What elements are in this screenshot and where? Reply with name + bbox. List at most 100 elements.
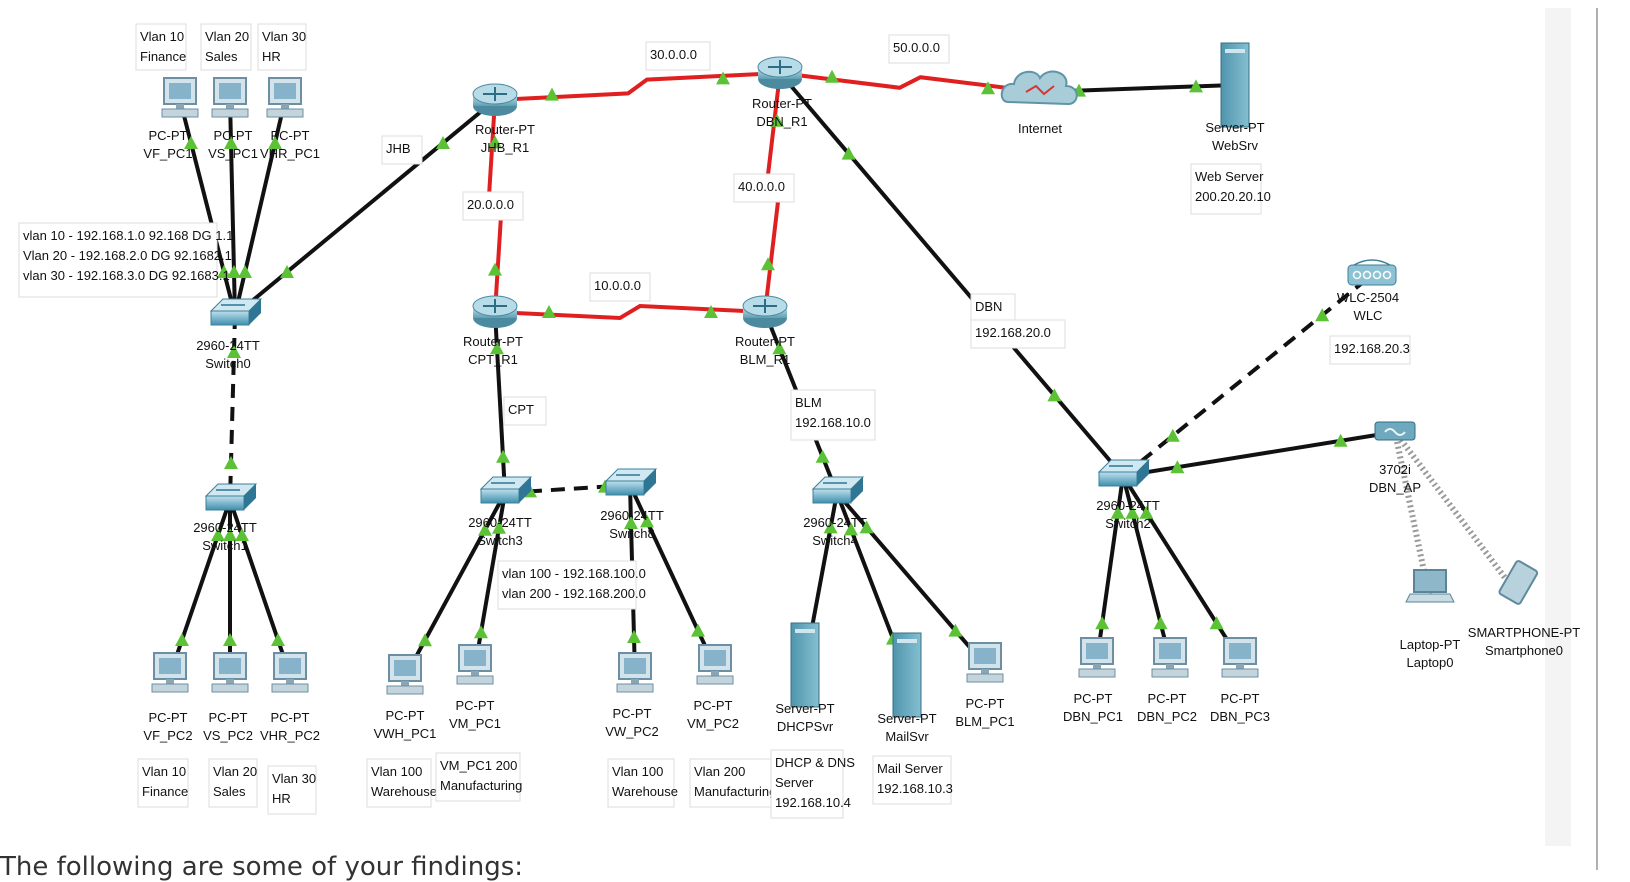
pc-icon [616, 652, 654, 693]
device-label: Internet [1018, 121, 1062, 136]
note-n-jhb: JHB [381, 135, 423, 165]
switch-icon [204, 483, 258, 511]
device-label: 2960-24TT [196, 338, 260, 353]
link-light-icon [1110, 505, 1125, 519]
device-label: Router-PT [735, 334, 795, 349]
device-pc-vm2[interactable]: PC-PT VM_PC2 [687, 644, 739, 731]
device-label: VS_PC2 [203, 728, 253, 743]
note-text: Vlan 10 [142, 764, 186, 779]
device-internet[interactable]: Internet [1000, 70, 1078, 136]
link-r-dbn-internet [779, 69, 1041, 95]
link-r-cpt-r-blm [494, 303, 766, 321]
link-light-icon [492, 520, 506, 534]
device-label: DBN_AP [1369, 480, 1421, 495]
link-light-icon [841, 146, 856, 160]
device-label: VW_PC2 [605, 724, 658, 739]
link-sw2-pc-dbn1 [1095, 475, 1125, 661]
note-text: Finance [140, 49, 186, 64]
link-light-icon [1209, 616, 1224, 630]
note-text: 192.168.20.3 [1334, 341, 1410, 356]
link-light-icon [981, 81, 995, 95]
link-light-icon [271, 633, 285, 646]
cloud-icon [1000, 70, 1078, 106]
note-text: Vlan 200 [694, 764, 745, 779]
link-light-icon [227, 265, 241, 278]
link-light-icon [217, 265, 231, 278]
link-sw0-r-jhb [233, 98, 497, 317]
device-label: JHB_R1 [481, 140, 529, 155]
note-text: VM_PC1 200 [440, 758, 517, 773]
link-light-icon [1170, 460, 1185, 474]
server-icon [790, 622, 820, 708]
device-label: Smartphone0 [1485, 643, 1563, 658]
server-icon [1220, 42, 1250, 128]
pc-icon [966, 642, 1004, 683]
pc-icon [211, 77, 249, 118]
note-text: Vlan 30 [272, 771, 316, 786]
note-text: JHB [386, 141, 411, 156]
device-label: VHR_PC2 [260, 728, 320, 743]
link-sw2-ap [1122, 430, 1396, 478]
device-label: 2960-24TT [600, 508, 664, 523]
device-label: PC-PT [694, 698, 733, 713]
device-label: MailSvr [885, 729, 929, 744]
pc-icon [266, 77, 304, 118]
device-sw8[interactable]: 2960-24TT Switch8 [600, 468, 664, 541]
note-text: Manufacturing [694, 784, 776, 799]
device-label: Router-PT [463, 334, 523, 349]
page-bottom-text: The following are some of your findings: [0, 852, 524, 882]
device-label: 2960-24TT [803, 515, 867, 530]
pc-icon [271, 652, 309, 693]
device-label: Switch8 [609, 526, 655, 541]
note-text: Warehouse [371, 784, 437, 799]
laptop-icon [1405, 569, 1455, 603]
pc-icon [211, 652, 249, 693]
device-label: PC-PT [386, 708, 425, 723]
device-label: DBN_PC3 [1210, 709, 1270, 724]
device-label: VS_PC1 [208, 146, 258, 161]
device-label: DBN_PC2 [1137, 709, 1197, 724]
device-label: VF_PC2 [143, 728, 192, 743]
note-text: 192.168.10.3 [877, 781, 953, 796]
device-label: VM_PC2 [687, 716, 739, 731]
link-sw2-pc-dbn3 [1121, 474, 1242, 662]
link-light-icon [770, 113, 784, 127]
note-text: Finance [142, 784, 188, 799]
link-light-icon [488, 262, 502, 276]
device-label: DHCPSvr [777, 719, 834, 734]
link-light-icon [823, 520, 838, 534]
